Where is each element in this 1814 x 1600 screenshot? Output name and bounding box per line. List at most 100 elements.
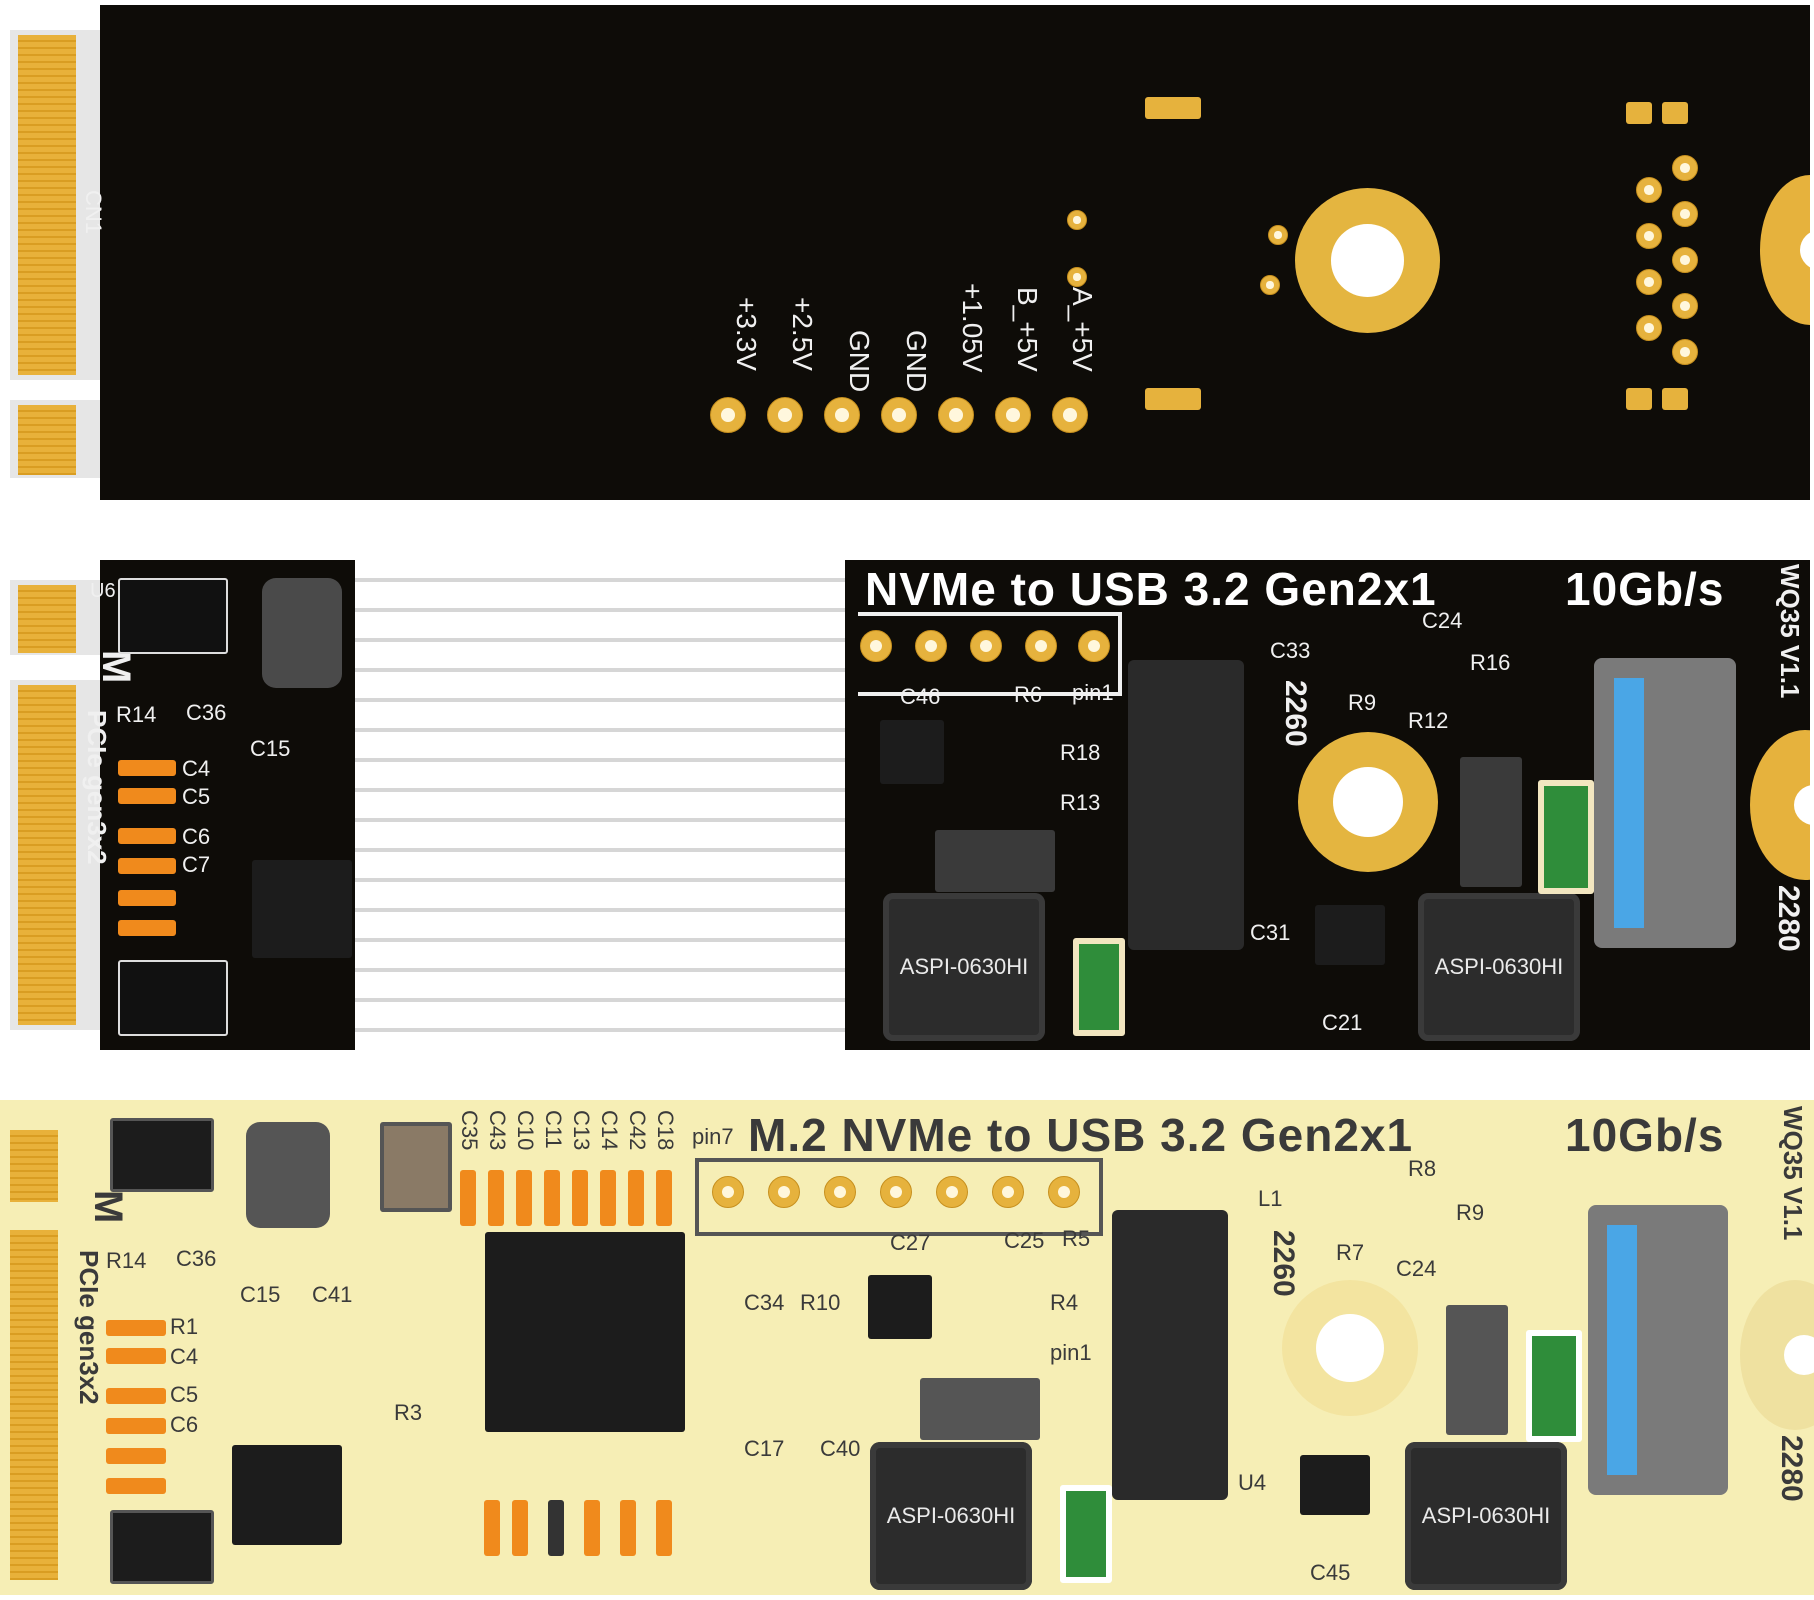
ref-c6: C6	[182, 824, 211, 849]
via-pad-2	[1067, 267, 1087, 287]
ref-c13: C13	[569, 1110, 594, 1151]
ref-r12: R12	[1408, 708, 1449, 733]
usb-pad-row	[1626, 102, 1652, 124]
ref-c33: L1	[1258, 1186, 1283, 1211]
cap-c37	[118, 890, 176, 906]
rail-label-gnd-1: GND	[844, 330, 875, 393]
cap-c6	[118, 828, 176, 844]
header-pad	[768, 1176, 800, 1208]
edge-connector-fingers-short	[10, 1130, 58, 1202]
ref-c27: C17	[744, 1436, 785, 1461]
header-pad	[880, 1176, 912, 1208]
ic-u6	[118, 578, 228, 654]
ref-c5: C4	[170, 1344, 199, 1369]
heatsink	[355, 560, 845, 1050]
usb-port-tongue	[1607, 1225, 1637, 1475]
usb-pad-row	[1662, 388, 1688, 410]
cap-c21-green	[1073, 938, 1125, 1036]
test-pad-2v5	[767, 397, 803, 433]
fuse-f2	[1538, 780, 1594, 894]
cap-c14	[600, 1170, 616, 1226]
test-pad-a5v	[1052, 397, 1088, 433]
key-letter: M	[86, 1190, 130, 1224]
cap-c18	[656, 1170, 672, 1226]
ref-c15: C15	[250, 736, 291, 761]
ref-c25: C40	[820, 1436, 861, 1461]
ref-c43: C43	[485, 1110, 510, 1151]
ref-c11: C11	[541, 1110, 566, 1149]
connector-cn3	[1112, 1210, 1228, 1500]
ref-r6: R6	[1014, 682, 1043, 707]
ref-c24: R8	[1408, 1156, 1437, 1181]
header-pad	[1078, 630, 1110, 662]
ref-pin1: R5	[1062, 1226, 1091, 1251]
edge-connector-fingers-short	[18, 585, 76, 653]
ref-c42: C42	[625, 1110, 650, 1151]
usb-through-pad	[1672, 201, 1698, 227]
test-pad-gnd-1	[824, 397, 860, 433]
cap-c10	[516, 1170, 532, 1226]
usb-port-tongue	[1614, 678, 1644, 928]
edge-connector-fingers-short	[18, 405, 76, 475]
ref-pin1: pin1	[1072, 680, 1114, 705]
ref-c5: C5	[182, 784, 211, 809]
ref-c35: C35	[457, 1110, 482, 1151]
edge-connector-fingers	[10, 1230, 58, 1580]
header-pad	[970, 630, 1002, 662]
rail-label-1v05: +1.05V	[957, 283, 988, 373]
mounting-hole-2260	[1295, 188, 1440, 333]
header-pad	[992, 1176, 1024, 1208]
size-label-2260: 2260	[1267, 1230, 1300, 1297]
mounting-hole-2260	[1282, 1280, 1418, 1416]
ref-r14: R14	[106, 1248, 147, 1273]
ref-c46: C46	[900, 684, 941, 709]
cap-c42	[628, 1170, 644, 1226]
ref-r17: R10	[800, 1290, 841, 1315]
ref-r9: R9	[1348, 690, 1377, 715]
cap-c1	[656, 1500, 672, 1556]
cap-c5	[106, 1348, 166, 1364]
ref-r10: C34	[744, 1290, 785, 1315]
inductor-l3	[246, 1122, 330, 1228]
ref-c4: C4	[182, 756, 211, 781]
cap-c9	[484, 1500, 500, 1556]
size-label-2280: 2280	[1775, 1435, 1808, 1502]
bus-label: PCIe gen3x2	[74, 1250, 104, 1405]
ref-r12: C24	[1396, 1256, 1437, 1281]
ref-c15: C15	[240, 1282, 281, 1307]
ref-c4: R1	[170, 1314, 199, 1339]
cap-c3	[584, 1500, 600, 1556]
cap-c43	[488, 1170, 504, 1226]
ref-u6: U6	[90, 580, 116, 602]
pcb-top-view-back: CN1 +3.3V +2.5V GND GND +1.05V B_+5V A_+…	[10, 5, 1810, 500]
bus-label: PCIe gen3x2	[82, 710, 112, 865]
cap-c5	[118, 788, 176, 804]
ic-u6	[110, 1118, 214, 1192]
cap-c6	[106, 1388, 166, 1404]
ref-r16: R16	[1470, 650, 1511, 675]
ref-c33: C33	[1270, 638, 1311, 663]
ic-u3	[118, 960, 228, 1036]
diode-d1	[1460, 757, 1522, 887]
ref-r15: C31	[1250, 920, 1291, 945]
cap-c13	[572, 1170, 588, 1226]
ref-c36: C36	[186, 700, 227, 725]
rail-label-2v5: +2.5V	[787, 297, 818, 371]
cap-c22	[118, 920, 176, 936]
ref-r14: R14	[116, 702, 157, 727]
ic-u1	[252, 860, 352, 958]
usb-through-pad	[1672, 293, 1698, 319]
ref-c39: C21	[1322, 1010, 1363, 1035]
ref-c10: C10	[513, 1110, 538, 1151]
test-pad-1v05	[938, 397, 974, 433]
diode-d2	[935, 830, 1055, 892]
usb-through-pad	[1636, 223, 1662, 249]
board-speed: 10Gb/s	[1565, 1109, 1725, 1161]
ref-c6: C5	[170, 1382, 199, 1407]
usb-through-pad	[1672, 155, 1698, 181]
ic-u1	[232, 1445, 342, 1545]
cap-c4	[118, 760, 176, 776]
connector-cn3	[1128, 660, 1244, 950]
rail-label-a5v: A_+5V	[1067, 287, 1098, 372]
ref-c41: C41	[312, 1282, 353, 1307]
